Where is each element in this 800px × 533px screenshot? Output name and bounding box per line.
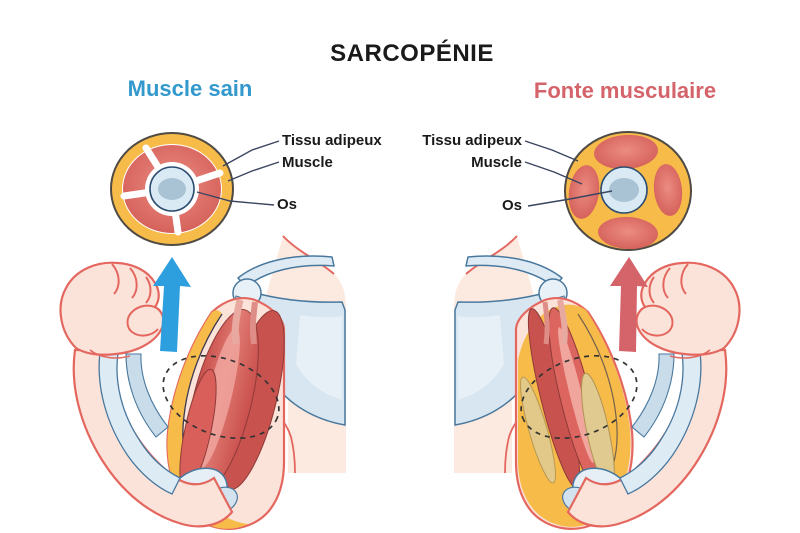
label-right-muscle: Muscle [471, 154, 522, 171]
leader-left-fat [222, 140, 280, 167]
label-left-muscle: Muscle [282, 154, 333, 171]
leader-right-fat [524, 140, 579, 162]
wasted-heading: Fonte musculaire [533, 78, 717, 103]
leader-left-bone [196, 191, 275, 206]
label-left-adipose: Tissu adipeux [282, 132, 382, 149]
wasted-arm-figure [452, 234, 741, 533]
wasted-measurement-dashed-ellipse [520, 354, 638, 440]
diagram-title: SARCOPÉNIE [330, 40, 494, 67]
healthy-cross-section [110, 132, 234, 246]
healthy-measurement-dashed-ellipse [162, 354, 280, 440]
healthy-heading: Muscle sain [127, 76, 253, 101]
leader-right-bone [527, 190, 613, 207]
leader-right-muscle [524, 161, 583, 185]
label-right-adipose: Tissu adipeux [422, 132, 522, 149]
label-right-bone: Os [501, 197, 522, 214]
wasted-up-arrow [610, 257, 648, 352]
wasted-cross-section [564, 131, 692, 251]
label-left-bone: Os [277, 196, 298, 213]
healthy-arm-figure [59, 234, 348, 533]
leader-lines [196, 140, 613, 207]
wasted-muscle-section [568, 134, 683, 250]
leader-left-muscle [227, 161, 280, 182]
healthy-up-arrow [153, 257, 191, 352]
